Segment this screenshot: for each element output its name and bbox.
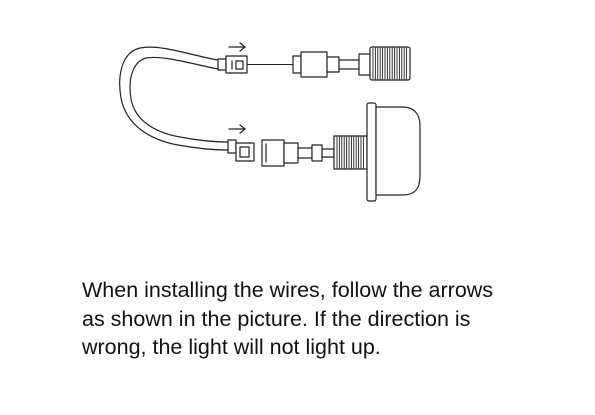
bottom-plug-connector-icon bbox=[227, 139, 255, 162]
bottom-socket-connector-icon bbox=[261, 139, 335, 167]
top-plug-connector-icon bbox=[217, 55, 248, 74]
cable-outer bbox=[119, 46, 229, 151]
cable-inner bbox=[129, 56, 229, 143]
light-dome bbox=[375, 106, 421, 196]
instruction-caption: When installing the wires, follow the ar… bbox=[82, 278, 494, 359]
light-fixture-icon bbox=[333, 102, 421, 202]
top-socket-connector-icon bbox=[292, 51, 360, 78]
bottom-arrow-right-icon bbox=[228, 124, 246, 134]
cap-ridges bbox=[372, 47, 408, 80]
threaded-cap-icon bbox=[358, 46, 411, 81]
top-arrow-right-icon bbox=[228, 42, 246, 52]
wiring-diagram bbox=[119, 42, 421, 202]
stem-ridges bbox=[336, 136, 364, 169]
